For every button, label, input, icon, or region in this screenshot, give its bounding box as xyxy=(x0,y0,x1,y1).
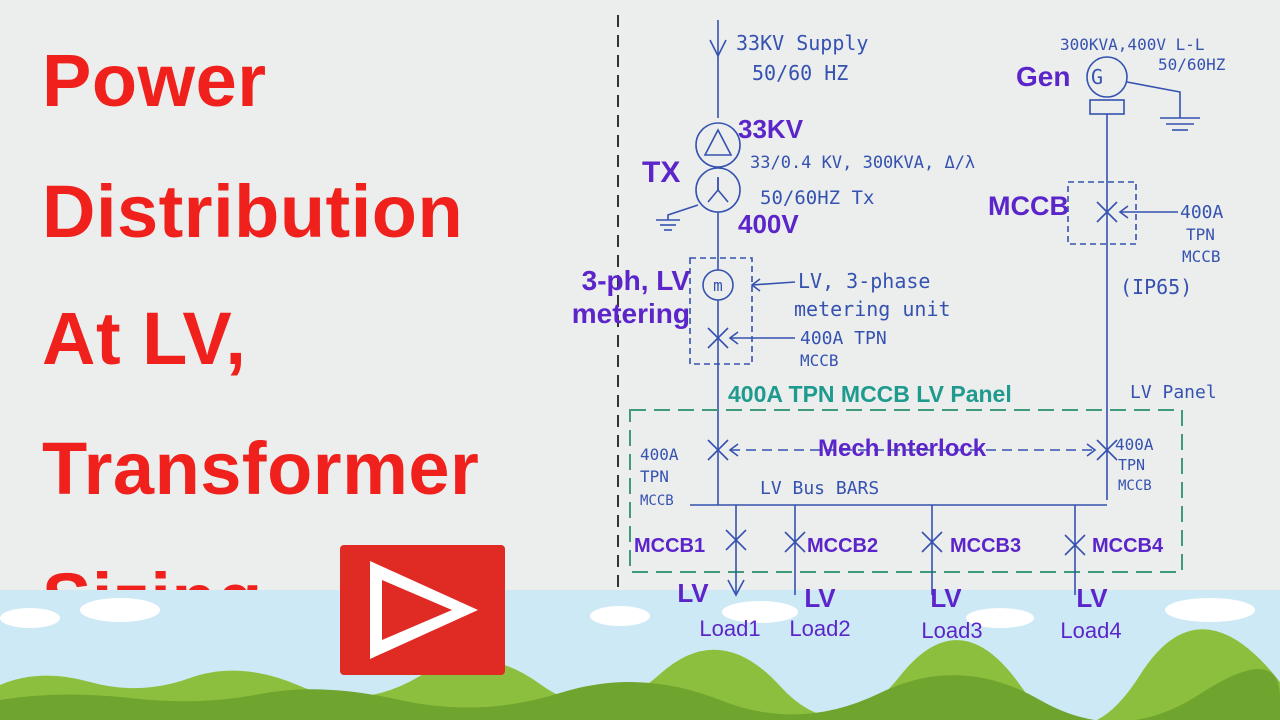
tx-earth-lead xyxy=(667,204,699,220)
grass-front xyxy=(0,669,1280,720)
gen-symbol-text: G xyxy=(1091,65,1103,89)
busbar-text: LV Bus BARS xyxy=(760,478,879,499)
supply-text-1: 33KV Supply xyxy=(736,31,868,55)
right-incomer-3: MCCB xyxy=(1118,478,1152,494)
metering-enclosure xyxy=(689,257,753,365)
label-400v: 400V xyxy=(738,209,799,239)
title-line-1: Power xyxy=(42,39,267,122)
supply-arrow xyxy=(709,39,727,58)
title-line-3: At LV, xyxy=(42,297,247,380)
supply-text-2: 50/60 HZ xyxy=(752,61,848,85)
gen-mccb-3: MCCB xyxy=(1182,247,1221,266)
gen-mccb-2: TPN xyxy=(1186,225,1215,244)
metering-text-1: LV, 3-phase xyxy=(798,269,930,293)
label-mccb1: MCCB1 xyxy=(634,535,705,557)
load2-name: Load2 xyxy=(789,616,850,641)
load4-name: Load4 xyxy=(1060,618,1121,643)
right-incomer-2: TPN xyxy=(1118,456,1145,474)
lv-panel-boundary xyxy=(629,409,1183,573)
tx-mccb-text-2: MCCB xyxy=(800,351,839,370)
load1-name: Load1 xyxy=(699,616,760,641)
generator-symbol xyxy=(1086,56,1128,98)
gen-mccb-1: 400A xyxy=(1180,202,1224,223)
left-incomer-2: TPN xyxy=(640,467,669,486)
meter-symbol-text: m xyxy=(713,276,723,295)
left-incomer-3: MCCB xyxy=(640,493,674,509)
load3-name: Load3 xyxy=(921,618,982,643)
label-mccb4: MCCB4 xyxy=(1092,535,1164,557)
load4-lv: LV xyxy=(1076,583,1108,613)
label-interlock: Mech Interlock xyxy=(818,435,987,462)
label-gen: Gen xyxy=(1016,61,1070,92)
label-metering-2: metering xyxy=(572,298,690,329)
tx-mccb-text-1: 400A TPN xyxy=(800,328,887,349)
load1-lv: LV xyxy=(677,578,709,608)
gen-spec-1: 300KVA,400V L-L xyxy=(1060,35,1205,54)
label-tx: TX xyxy=(642,156,680,189)
label-mccb: MCCB xyxy=(988,191,1069,221)
label-mccb2: MCCB2 xyxy=(807,535,878,557)
clouds xyxy=(0,598,1255,628)
right-incomer-1: 400A xyxy=(1115,435,1154,454)
gen-spec-2: 50/60HZ xyxy=(1158,55,1226,74)
lv-panel-handwritten: LV Panel xyxy=(1130,382,1217,403)
label-mccb3: MCCB3 xyxy=(950,535,1021,557)
title-line-4: Transformer xyxy=(42,427,480,510)
gen-mccb-4: (IP65) xyxy=(1120,275,1192,299)
play-button[interactable] xyxy=(340,545,505,675)
delta-symbol xyxy=(703,128,733,156)
load3-lv: LV xyxy=(930,583,962,613)
left-incomer-1: 400A xyxy=(640,445,679,464)
label-panel-title: 400A TPN MCCB LV Panel xyxy=(728,381,1012,407)
tx-spec-2: 50/60HZ Tx xyxy=(760,187,874,209)
transformer-primary-winding xyxy=(695,122,741,168)
load2-lv: LV xyxy=(804,583,836,613)
label-metering-1: 3-ph, LV xyxy=(582,265,691,296)
metering-text-2: metering unit xyxy=(794,297,951,321)
gen-terminal xyxy=(1089,99,1125,115)
gen-mccb-enclosure xyxy=(1067,181,1137,245)
gen-earth-lead xyxy=(1126,81,1181,118)
play-button-icon xyxy=(370,561,478,659)
title-line-2: Distribution xyxy=(42,170,464,253)
tx-spec-1: 33/0.4 KV, 300KVA, Δ/λ xyxy=(750,153,975,173)
landscape-strip xyxy=(0,590,1280,720)
label-33kv: 33KV xyxy=(738,114,804,144)
